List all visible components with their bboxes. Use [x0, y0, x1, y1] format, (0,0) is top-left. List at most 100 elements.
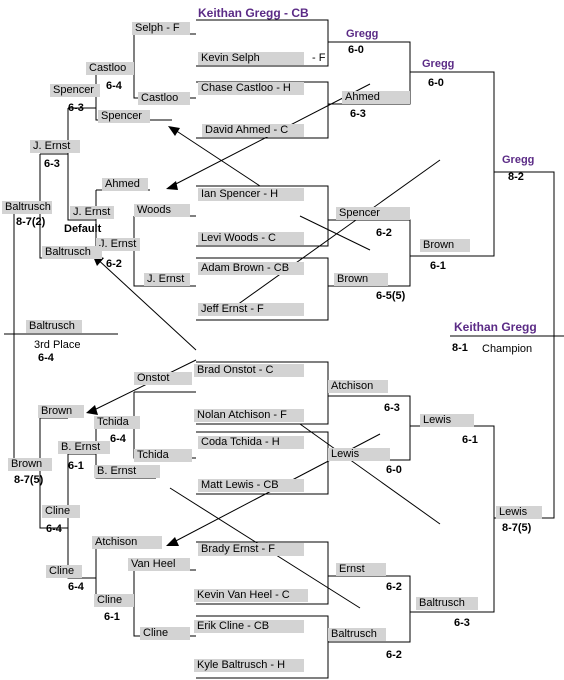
r1-score-2: 6-3 [350, 108, 366, 120]
cons-top-r2-score-1: 6-3 [68, 102, 84, 114]
r1-score-3: 6-2 [376, 227, 392, 239]
sf-winner-1: Gregg [502, 154, 535, 166]
r1-player-a-7: Brady Ernst - F [198, 543, 304, 556]
cons-bot-r1-winner-1: Tchida [94, 416, 140, 429]
cons-top-r1-top-2: Woods [134, 204, 190, 217]
cons-bot-r2-winner-1: B. Ernst [58, 441, 110, 454]
r1-winner-6: Lewis [328, 448, 390, 461]
qf-score-2: 6-1 [430, 260, 446, 272]
cons-bot-final-winner: Brown [8, 458, 52, 471]
cons-bot-r3-score: 6-4 [46, 523, 62, 535]
r1-player-b-3: Levi Woods - C [198, 232, 304, 245]
champion-name: Keithan Gregg [454, 320, 537, 334]
r1-winner-4: Brown [334, 273, 388, 286]
r1-player-b-1: Kevin Selph [198, 52, 304, 65]
sf-connector-1 [410, 71, 495, 257]
r1-score-7: 6-2 [386, 581, 402, 593]
cons-top-final-winner: Baltrusch [2, 201, 52, 214]
match-box-1 [196, 19, 329, 67]
cons-bot-r1-bottom-1: Tchida [134, 449, 192, 462]
cons-bot-r1-bottom-2: Cline [140, 627, 190, 640]
cons-top-r1-winner-1: Castloo [86, 62, 134, 75]
cons-bot-r2-top-2: Atchison [92, 536, 162, 549]
r1-player-a-5: Brad Onstot - C [194, 364, 304, 377]
cons-bot-r3-winner: Cline [42, 505, 80, 518]
cons-top-r1-bottom-1: Castloo [138, 92, 190, 105]
qf-score-4: 6-3 [454, 617, 470, 629]
match-box-6 [196, 431, 329, 495]
r1-player-a-4: Adam Brown - CB [198, 262, 304, 275]
cons-top-r2-score-2: Default [64, 223, 102, 235]
match-box-4 [196, 257, 329, 321]
cons-top-r1-top-1: Selph - F [132, 22, 190, 35]
champion-record: 8-1 [452, 342, 468, 354]
qf-score-1: 6-0 [428, 77, 444, 89]
cons-bot-r1-top-2: Van Heel [128, 558, 190, 571]
qf-score-3: 6-1 [462, 434, 478, 446]
cons-top-r3-score: 6-3 [44, 158, 60, 170]
qf-winner-4: Baltrusch [416, 597, 478, 610]
cons-bot-r2-score-1: 6-1 [68, 460, 84, 472]
cons-bot-r1-winner-2: Cline [94, 594, 134, 607]
r1-player-a-6: Coda Tchida - H [198, 436, 304, 449]
cons-bot-r2-bottom-1: B. Ernst [94, 465, 160, 478]
third-place-winner: Baltrusch [26, 320, 82, 333]
sf-score-1: 8-2 [508, 171, 524, 183]
qf-connector-4 [328, 575, 411, 643]
cons-top-r1-winner-2: J. Ernst [96, 238, 140, 251]
r1-score-6: 6-0 [386, 464, 402, 476]
sf-winner-2: Lewis [496, 506, 542, 519]
cons-top-r1-score-1: 6-4 [106, 80, 122, 92]
cons-top-r1-score-2: 6-2 [106, 258, 122, 270]
r1-winner-1: Gregg [346, 28, 379, 40]
cons-bot-r1-top-1: Onstot [134, 372, 192, 385]
match-box-7 [196, 541, 329, 605]
match-box-3 [196, 185, 329, 247]
cons-bot-r2-winner-2: Cline [46, 565, 82, 578]
cons-bot-r1-score-2: 6-1 [104, 611, 120, 623]
cons-top-final-score: 8-7(2) [16, 216, 46, 228]
cons-top-r2-top-2: Ahmed [102, 178, 148, 191]
r1-score-8: 6-2 [386, 649, 402, 661]
third-place-label: 3rd Place [34, 339, 81, 351]
r1-player-a-8: Erik Cline - CB [194, 620, 304, 633]
cons-top-r3-bottom: Baltrusch [42, 246, 102, 259]
match-box-8 [196, 615, 329, 679]
cons-bot-r2-top-1: Brown [38, 405, 84, 418]
r1-player-b-5: Nolan Atchison - F [194, 409, 304, 422]
sf-connector-2 [410, 425, 495, 613]
qf-winner-1: Gregg [422, 58, 455, 70]
r1-player-b-6: Matt Lewis - CB [198, 479, 304, 492]
cons-top-r3-top: J. Ernst [30, 140, 80, 153]
cons-top-r2-winner-2: J. Ernst [70, 206, 114, 219]
r1-player-b-4: Jeff Ernst - F [198, 303, 304, 316]
r1-player-a-1: Keithan Gregg - CB [198, 6, 309, 20]
r1-score-5: 6-3 [384, 402, 400, 414]
sf-score-2: 8-7(5) [502, 522, 532, 534]
r1-winner-7: Ernst [336, 563, 386, 576]
qf-connector-2 [328, 219, 411, 287]
r1-winner-5: Atchison [328, 380, 388, 393]
r1-player-a-3: Ian Spencer - H [198, 188, 304, 201]
r1-winner-8: Baltrusch [328, 628, 386, 641]
r1-player-b-8: Kyle Baltrusch - H [194, 659, 304, 672]
r1-player-b-2: David Ahmed - C [202, 124, 304, 137]
cons-bot-r2-score-2: 6-4 [68, 581, 84, 593]
r1-winner-3: Spencer [336, 207, 410, 220]
cons-top-r2-winner-1: Spencer [50, 84, 100, 97]
champion-label: Champion [482, 343, 533, 355]
r1-winner-2: Ahmed [342, 91, 410, 104]
r1-player-b-1-pos: - F [312, 52, 326, 64]
r1-score-4: 6-5(5) [376, 290, 406, 302]
cons-bot-r1-score-1: 6-4 [110, 433, 126, 445]
match-box-5 [196, 361, 329, 425]
r1-score-1: 6-0 [348, 44, 364, 56]
r1-player-a-2: Chase Castloo - H [198, 82, 304, 95]
qf-winner-2: Brown [420, 239, 470, 252]
cons-top-r1-bottom-2: J. Ernst [144, 273, 190, 286]
qf-winner-3: Lewis [420, 414, 474, 427]
qf-connector-1 [328, 41, 411, 105]
cons-bot-final-score: 8-7(5) [14, 474, 44, 486]
